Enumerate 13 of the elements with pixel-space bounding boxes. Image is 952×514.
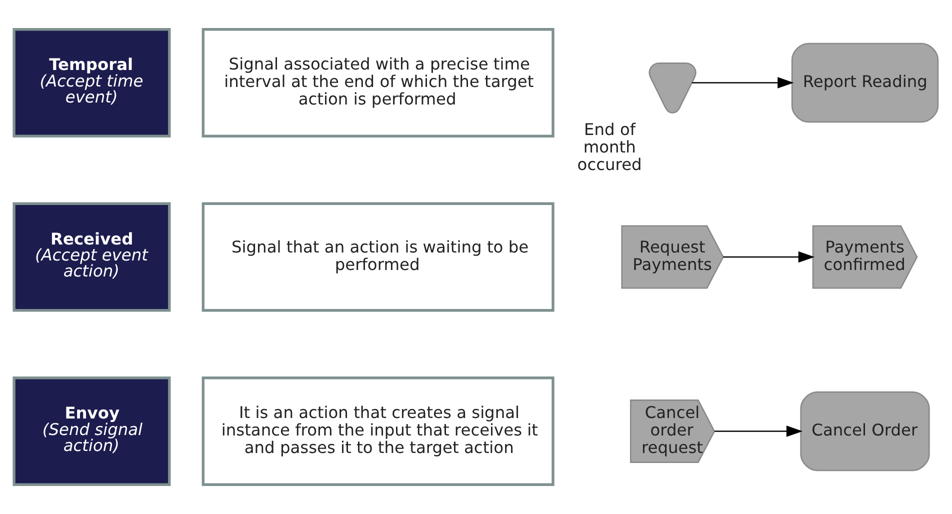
arrow: [723, 251, 815, 263]
node-box: Received (Accept event action): [12, 202, 171, 312]
node-box: Cancel Order: [800, 391, 930, 472]
node-box: Signal associated with a precise time interval at the end of which the target action is performed: [202, 28, 554, 138]
node-box: Envoy (Send signal action): [12, 376, 171, 486]
node-hourglass: [648, 62, 696, 114]
arrow: [714, 426, 803, 437]
node-box: It is an action that creates a signal instance from the input that receives it and passes it to the target action: [202, 376, 554, 486]
node-box: Signal that an action is waiting to be performed: [202, 202, 554, 312]
arrow: [692, 77, 794, 88]
node-box: Temporal (Accept time event): [12, 28, 171, 138]
node-box: Report Reading: [791, 42, 939, 123]
node-label: End of month occured: [577, 120, 642, 174]
